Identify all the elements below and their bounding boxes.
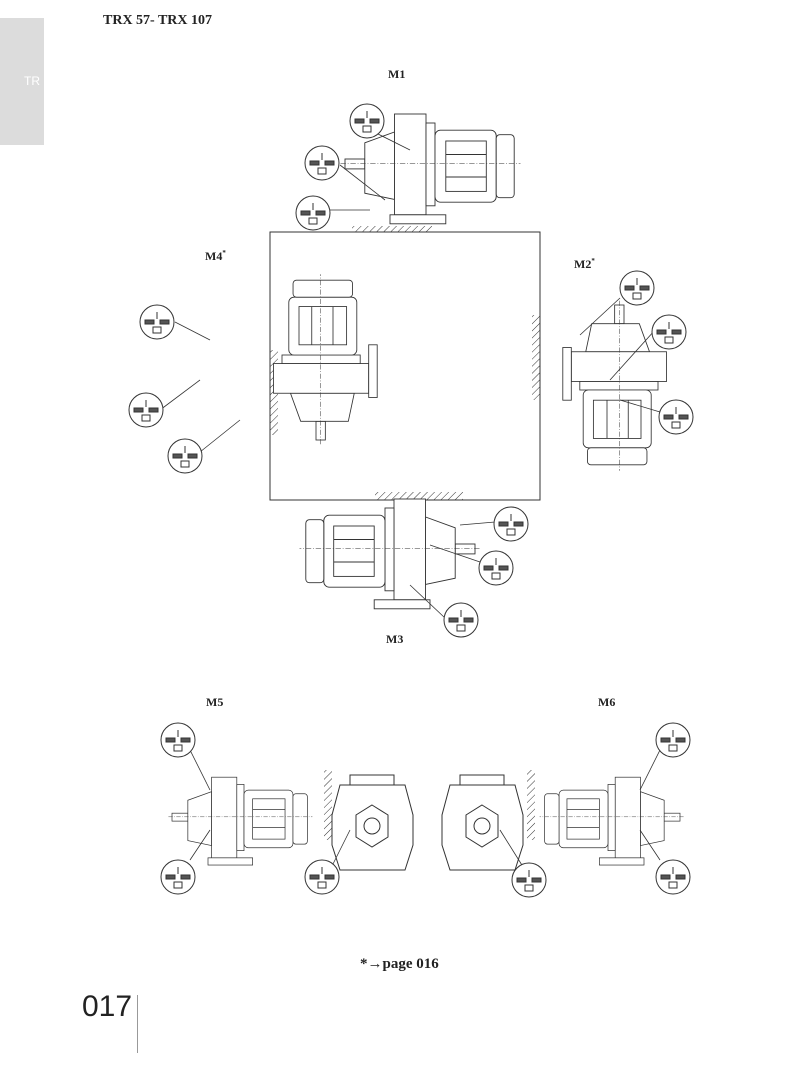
label-m1: M1 <box>388 67 406 81</box>
section-tab: TR <box>0 18 44 145</box>
footnote-reference: *→page 016 <box>360 956 439 972</box>
label-m5: M5 <box>206 695 224 709</box>
end-view-m6 <box>441 774 524 871</box>
mounting-surface-hatch <box>532 315 540 400</box>
label-m3: M3 <box>386 632 404 646</box>
gear-motor-m4 <box>273 273 378 445</box>
mounting-surface-hatch <box>352 226 432 232</box>
label-m2: M2* <box>574 257 595 271</box>
label-m6: M6 <box>598 695 616 709</box>
gear-motor-m6 <box>539 776 684 866</box>
page-header: TRX 57- TRX 107 <box>103 13 213 28</box>
gear-motor-m5 <box>168 776 313 866</box>
end-view-m5 <box>331 774 414 871</box>
mounting-surface-hatch <box>375 492 463 500</box>
gear-motor-m2 <box>562 300 667 472</box>
page-divider <box>137 995 138 1053</box>
page-number: 017 <box>82 990 133 1023</box>
section-tab-label: TR <box>24 74 40 88</box>
label-m4: M4* <box>205 249 226 263</box>
gear-motor-m3 <box>299 498 480 610</box>
